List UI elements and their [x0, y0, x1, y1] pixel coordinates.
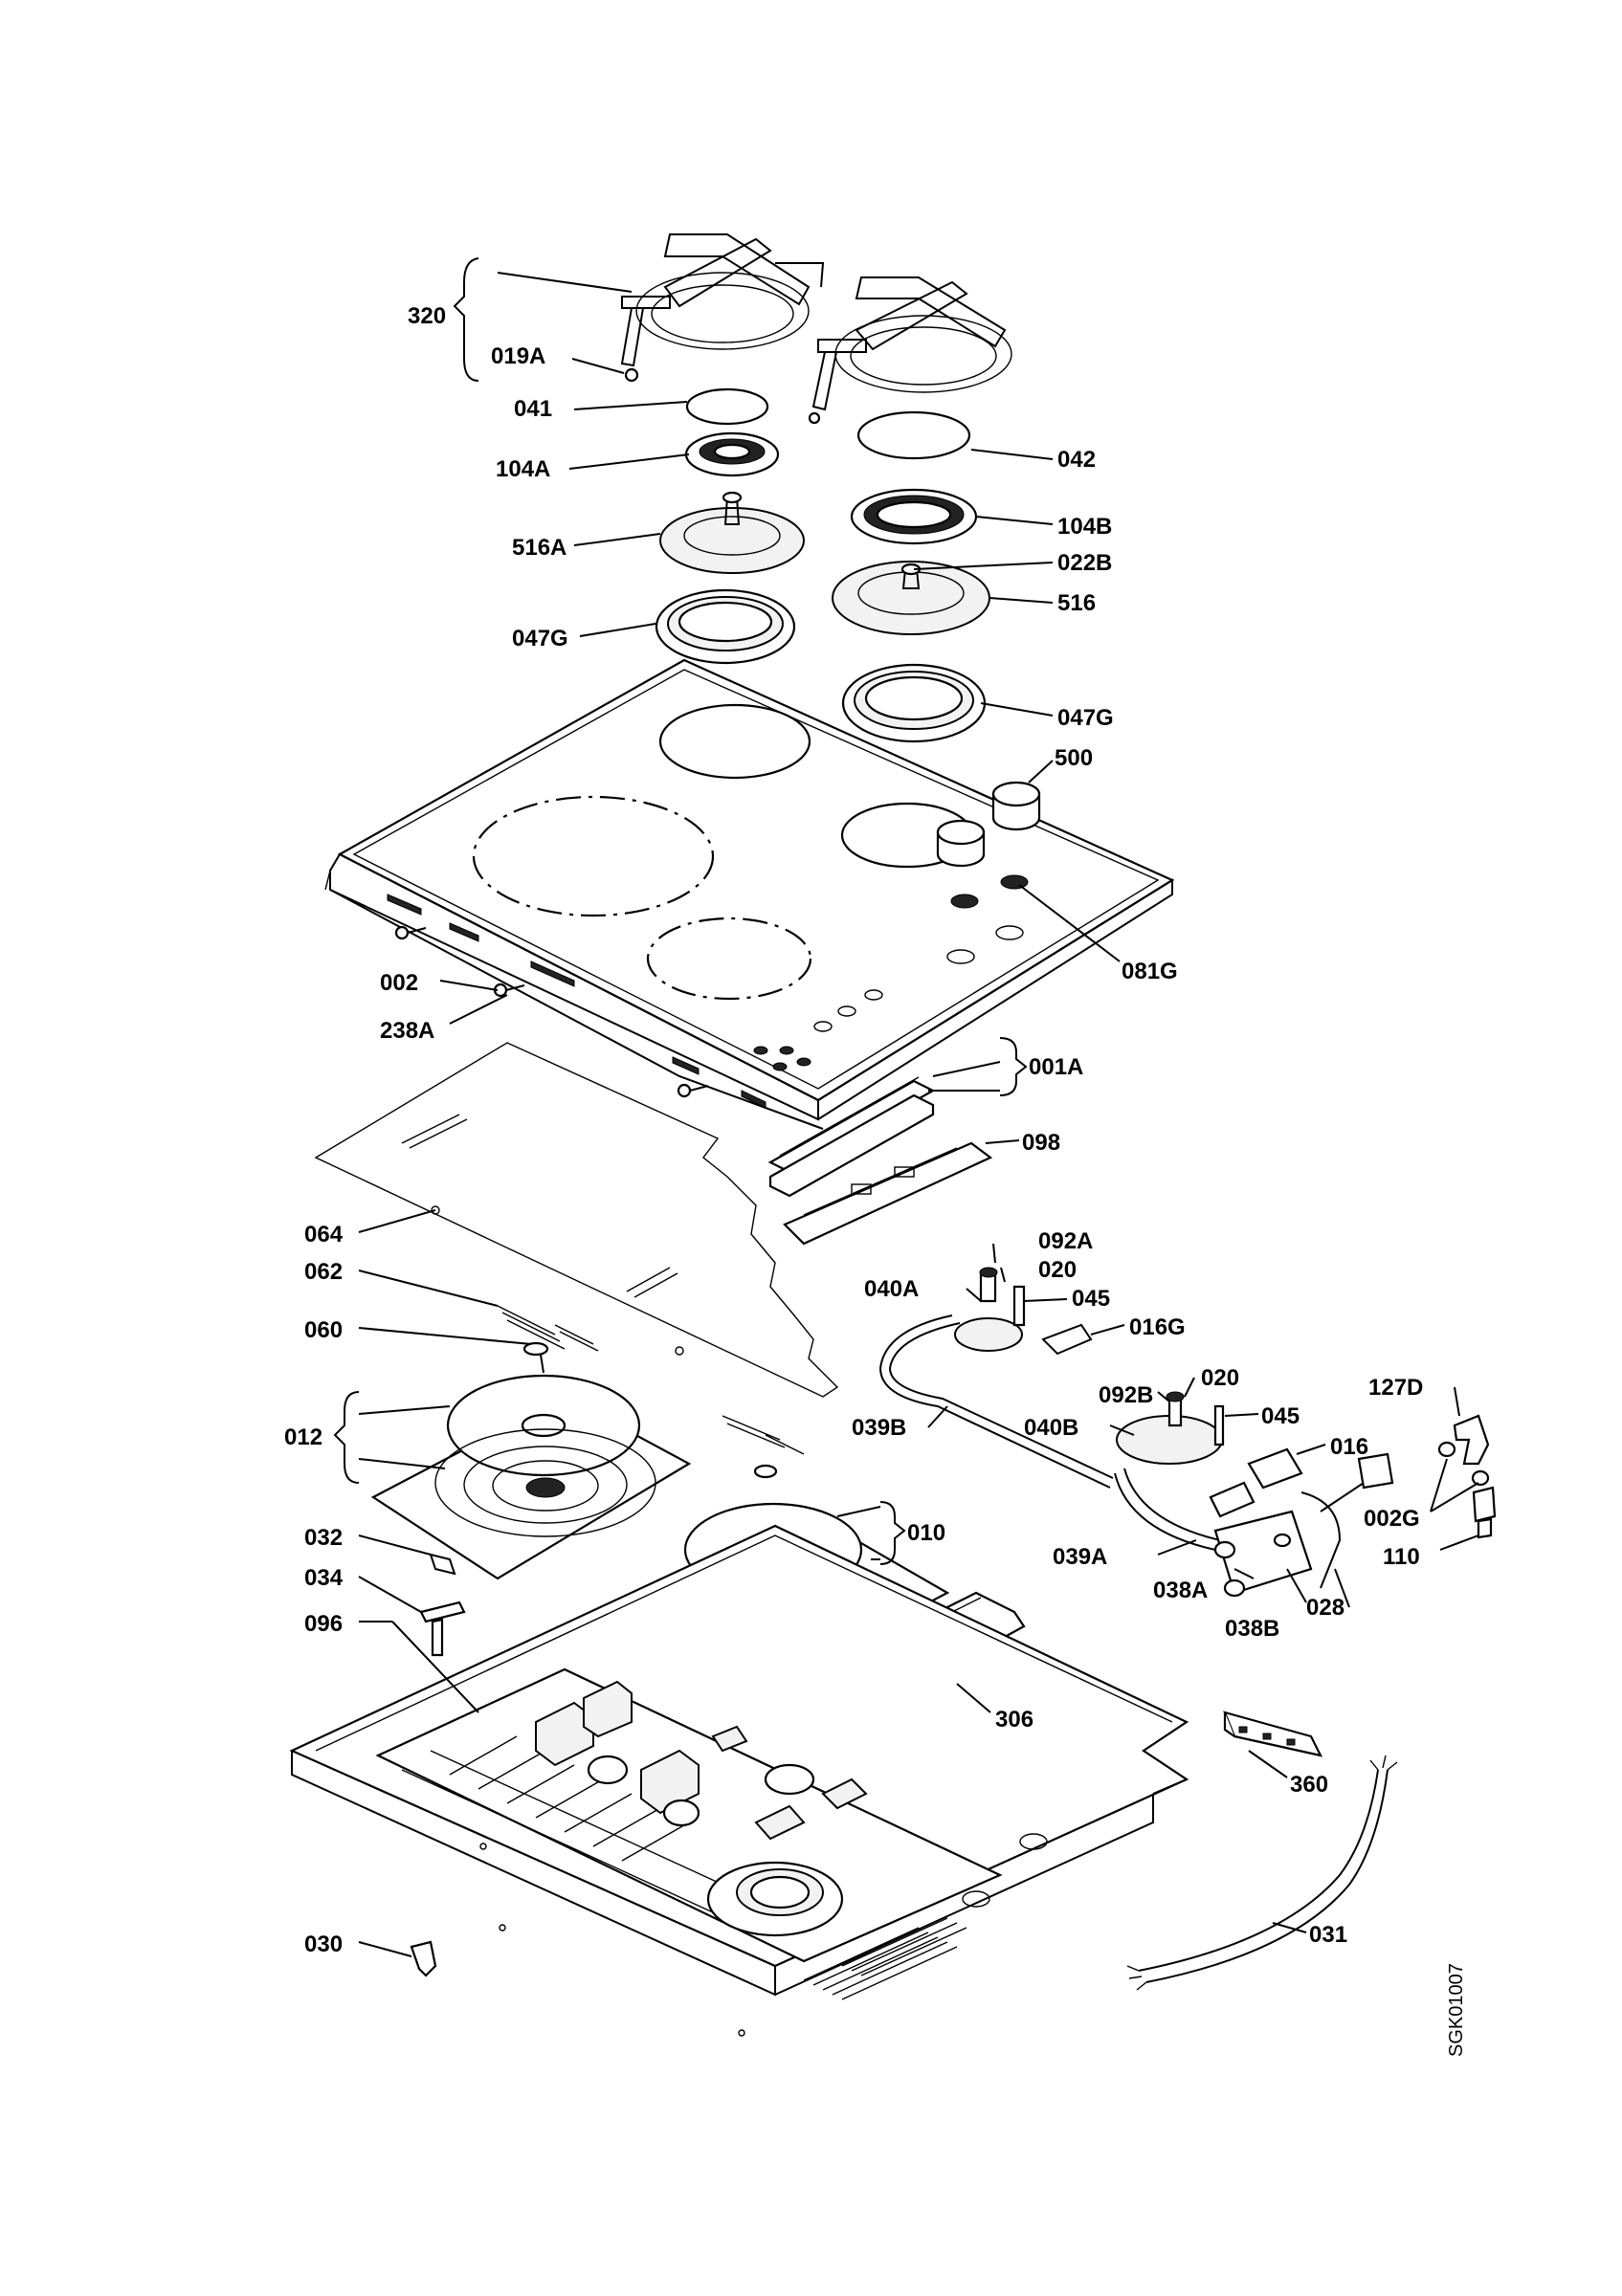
label-500: 500 [1055, 745, 1093, 771]
burner-base-040b [1116, 1391, 1225, 1465]
label-064: 064 [304, 1222, 344, 1247]
drawing-code: SGK01007 [1446, 1963, 1467, 2057]
screw-right-support [808, 411, 821, 425]
label-104a: 104A [496, 456, 550, 482]
label-001a: 001A [1029, 1054, 1083, 1080]
label-010: 010 [907, 1520, 945, 1546]
label-092a: 092A [1038, 1228, 1093, 1254]
hob-top-panel [324, 658, 1175, 1130]
burner-base-516 [832, 561, 990, 635]
label-039b: 039B [852, 1415, 906, 1441]
burner-crown-104b [850, 488, 978, 545]
label-040a: 040A [864, 1276, 919, 1302]
heat-sensor-right [722, 1415, 805, 1479]
gas-pipe-039a [1114, 1468, 1221, 1551]
glass-insulation-064 [314, 1042, 839, 1398]
label-019a: 019A [491, 343, 545, 369]
bracket-034 [419, 1601, 466, 1657]
label-016: 016 [1330, 1434, 1368, 1460]
label-047g-right: 047G [1057, 705, 1114, 731]
gas-pipe-039b [878, 1314, 1114, 1489]
burner-crown-104a [684, 431, 780, 477]
label-012: 012 [284, 1424, 322, 1450]
label-516a: 516A [512, 535, 567, 561]
label-238a: 238A [380, 1018, 434, 1044]
label-045-b: 045 [1261, 1403, 1300, 1429]
label-045-a: 045 [1072, 1286, 1110, 1312]
label-047g-left: 047G [512, 626, 568, 651]
connector-028 [1300, 1452, 1394, 1589]
sensor-060 [522, 1341, 549, 1374]
label-360: 360 [1290, 1772, 1328, 1798]
label-110: 110 [1383, 1544, 1420, 1570]
burner-ring-047g-left [655, 588, 796, 665]
part-labels: 320 019A 041 042 104A 104B 516A 022B 516… [284, 303, 1423, 1957]
burner-cap-042 [856, 410, 971, 460]
burner-base-040a [954, 1267, 1093, 1356]
label-127d: 127D [1368, 1375, 1423, 1401]
bottom-casing-096 [289, 1524, 1189, 2037]
label-038a: 038A [1153, 1578, 1208, 1603]
terminal-block-360 [1223, 1711, 1323, 1757]
power-cable-031 [1126, 1755, 1398, 1991]
label-022b: 022B [1057, 550, 1112, 576]
label-096: 096 [304, 1611, 343, 1637]
label-002g: 002G [1364, 1506, 1420, 1532]
burner-ring-047g-right [841, 663, 987, 743]
label-092b: 092B [1099, 1382, 1153, 1408]
burner-cap-041 [685, 387, 769, 426]
label-104b: 104B [1057, 514, 1112, 540]
label-081g: 081G [1122, 959, 1178, 984]
induction-coil-012 [370, 1374, 692, 1580]
label-034: 034 [304, 1565, 344, 1591]
gas-valves-038 [1213, 1510, 1313, 1598]
label-098: 098 [1022, 1130, 1060, 1156]
label-028: 028 [1306, 1595, 1344, 1621]
pan-support-right [811, 276, 1012, 411]
leader-lines [333, 257, 1479, 1957]
label-002: 002 [380, 970, 418, 996]
label-020-b: 020 [1201, 1365, 1239, 1391]
label-020-a: 020 [1038, 1257, 1077, 1283]
clip-030 [410, 1940, 437, 1977]
label-039a: 039A [1053, 1544, 1107, 1570]
screws-002 [394, 925, 709, 1098]
label-306: 306 [995, 1707, 1033, 1733]
label-016g: 016G [1129, 1314, 1186, 1340]
label-038b: 038B [1225, 1616, 1279, 1642]
clip-032 [429, 1553, 456, 1576]
burner-base-516a [659, 491, 805, 574]
label-041: 041 [514, 396, 552, 422]
fitting-110 [1472, 1486, 1497, 1539]
label-060: 060 [304, 1317, 343, 1343]
label-030: 030 [304, 1932, 343, 1957]
label-320: 320 [408, 303, 446, 329]
thermocouple-016 [1209, 1447, 1303, 1518]
label-042: 042 [1057, 447, 1096, 473]
heat-sensor-062 [497, 1305, 599, 1352]
label-062: 062 [304, 1259, 343, 1285]
screw-019a [624, 367, 639, 383]
elbow-127d [1453, 1414, 1490, 1466]
pan-support-left [620, 233, 825, 367]
control-board-098 [783, 1141, 993, 1246]
label-031: 031 [1309, 1922, 1347, 1948]
label-516: 516 [1057, 590, 1096, 616]
label-032: 032 [304, 1525, 343, 1551]
label-040b: 040B [1024, 1415, 1078, 1441]
seals-002g [1437, 1441, 1490, 1487]
